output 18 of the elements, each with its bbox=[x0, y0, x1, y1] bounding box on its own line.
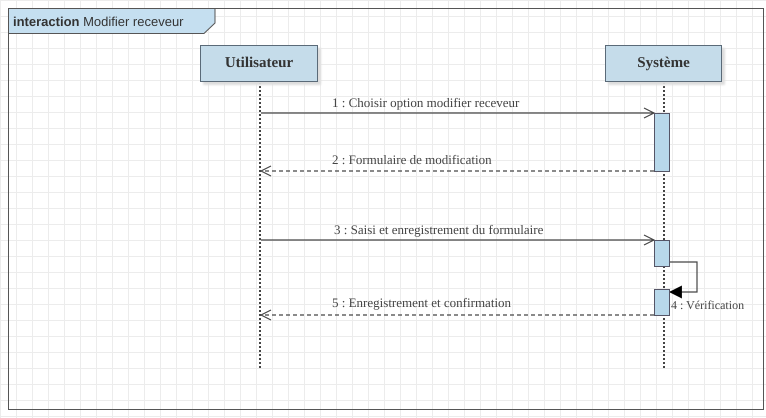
activation-bar bbox=[654, 113, 670, 172]
message-arrow bbox=[261, 234, 655, 246]
message-arrow bbox=[260, 165, 654, 177]
activation-bar bbox=[654, 289, 670, 316]
edge-label: 4 : Vérification bbox=[671, 298, 744, 313]
edge-label: 1 : Choisir option modifier receveur bbox=[332, 95, 520, 111]
activation-bar bbox=[654, 240, 670, 267]
message-arrow bbox=[260, 309, 654, 321]
frame bbox=[8, 8, 764, 410]
message-arrow bbox=[261, 107, 655, 119]
edge-label: 5 : Enregistrement et confirmation bbox=[332, 295, 512, 311]
edge-label: 3 : Saisi et enregistrement du formulaire bbox=[334, 222, 544, 238]
participant-box: Utilisateur bbox=[200, 45, 318, 82]
lifeline bbox=[259, 82, 261, 368]
edge-label: 2 : Formulaire de modification bbox=[332, 152, 492, 168]
frame-title: interaction Modifier receveur bbox=[13, 14, 184, 29]
participant-box: Système bbox=[605, 45, 722, 82]
message-arrow bbox=[668, 261, 698, 298]
